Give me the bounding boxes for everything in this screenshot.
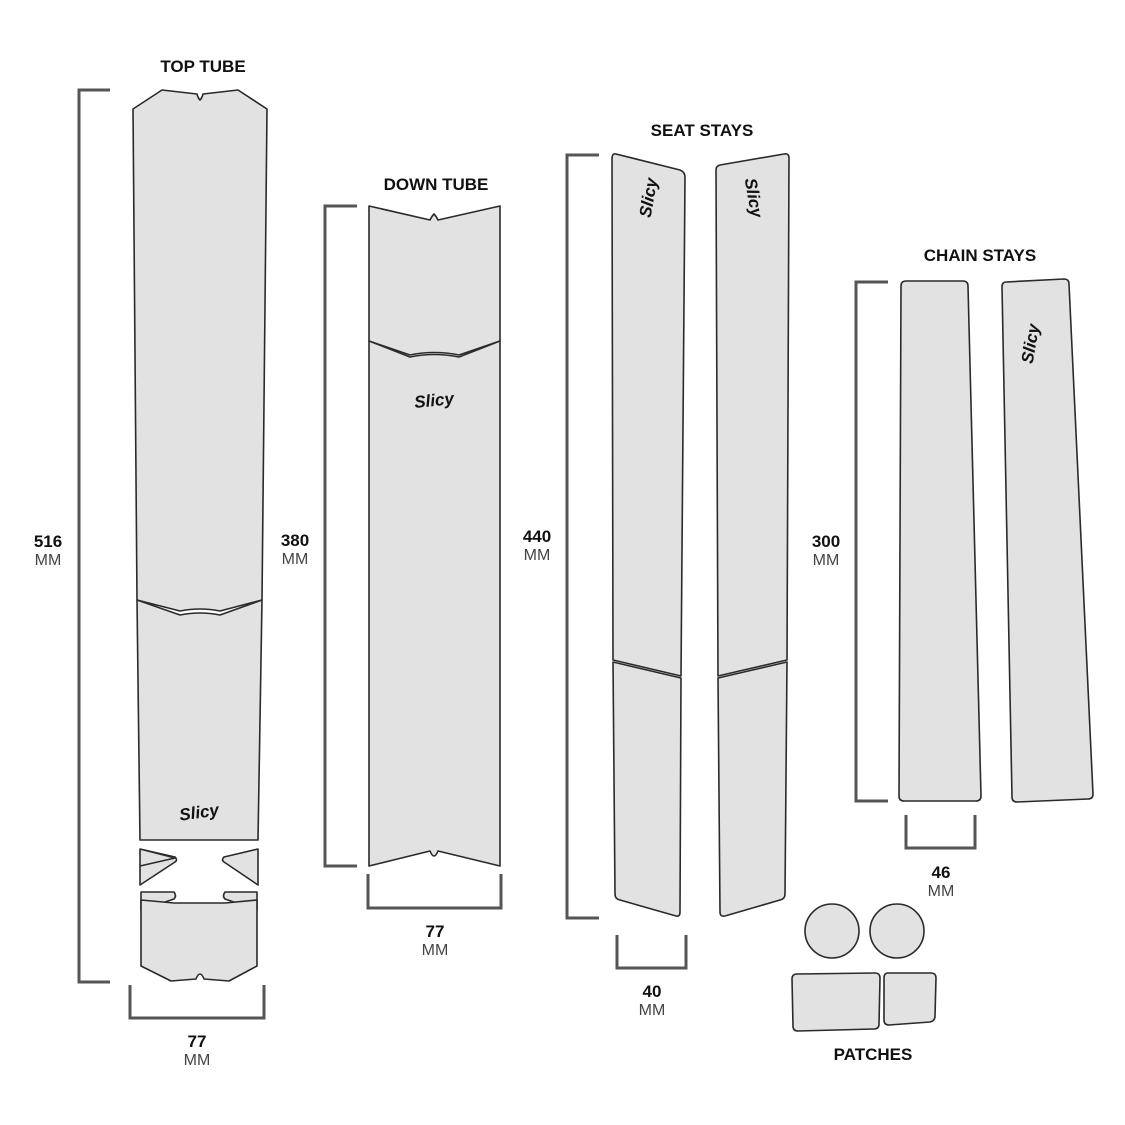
- chain-stays-group: CHAIN STAYS 300 MM Slicy 46 MM: [812, 246, 1094, 900]
- chain-stays-length-value: 300: [812, 532, 840, 551]
- patch-rect-left: [791, 972, 881, 1032]
- top-tube-title: TOP TUBE: [160, 57, 245, 76]
- top-tube-width-unit: MM: [184, 1052, 211, 1069]
- patch-circle-right: [869, 903, 925, 959]
- top-tube-group: TOP TUBE 516 MM Slicy 77 MM: [34, 57, 268, 1069]
- top-tube-length-unit: MM: [35, 552, 62, 569]
- down-tube-width-bracket: [366, 874, 503, 910]
- seat-stay-right-lower-piece: [717, 661, 788, 917]
- down-tube-title: DOWN TUBE: [384, 175, 489, 194]
- patch-circle-left: [804, 903, 860, 959]
- patch-rect-right: [883, 972, 937, 1026]
- chain-stays-width-bracket: [904, 815, 977, 850]
- down-tube-group: DOWN TUBE 380 MM Slicy 77 MM: [281, 175, 503, 959]
- top-tube-upper-piece: [132, 89, 268, 612]
- top-tube-bottom-piece: [140, 899, 258, 982]
- chain-stays-length-unit: MM: [813, 552, 840, 569]
- seat-stay-left-lower-piece: [612, 661, 682, 917]
- down-tube-width-unit: MM: [422, 942, 449, 959]
- down-tube-logo: Slicy: [413, 389, 456, 412]
- top-tube-tab-right-1: [221, 848, 259, 886]
- down-tube-upper-piece: [368, 205, 501, 356]
- chain-stay-right-piece: [1001, 278, 1094, 803]
- seat-stays-length-bracket: [565, 153, 599, 920]
- chain-stays-width-unit: MM: [928, 883, 955, 900]
- down-tube-lower-piece: [368, 340, 501, 867]
- seat-stays-title: SEAT STAYS: [651, 121, 754, 140]
- down-tube-length-unit: MM: [282, 551, 309, 568]
- seat-stays-width-bracket: [615, 935, 688, 970]
- seat-stay-right-upper-piece: [715, 153, 790, 677]
- seat-stays-width-unit: MM: [639, 1002, 666, 1019]
- down-tube-width-value: 77: [426, 922, 445, 941]
- down-tube-length-value: 380: [281, 531, 309, 550]
- top-tube-length-bracket: [77, 88, 110, 984]
- top-tube-lower-piece: [136, 599, 263, 841]
- chain-stays-width-value: 46: [932, 863, 951, 882]
- patches-group: PATCHES: [791, 903, 937, 1064]
- patches-title: PATCHES: [834, 1045, 913, 1064]
- down-tube-length-bracket: [323, 204, 357, 868]
- chain-stays-length-bracket: [854, 280, 888, 803]
- top-tube-length-value: 516: [34, 532, 62, 551]
- seat-stays-width-value: 40: [643, 982, 662, 1001]
- chain-stays-title: CHAIN STAYS: [924, 246, 1036, 265]
- seat-stays-length-value: 440: [523, 527, 551, 546]
- seat-stay-left-upper-piece: [611, 153, 686, 677]
- chain-stay-left-piece: [898, 280, 982, 802]
- top-tube-width-value: 77: [188, 1032, 207, 1051]
- seat-stays-group: SEAT STAYS 440 MM Slicy Slicy 40 MM: [523, 121, 790, 1019]
- seat-stays-length-unit: MM: [524, 547, 551, 564]
- top-tube-width-bracket: [128, 985, 266, 1020]
- top-tube-tab-left-1: [139, 848, 178, 886]
